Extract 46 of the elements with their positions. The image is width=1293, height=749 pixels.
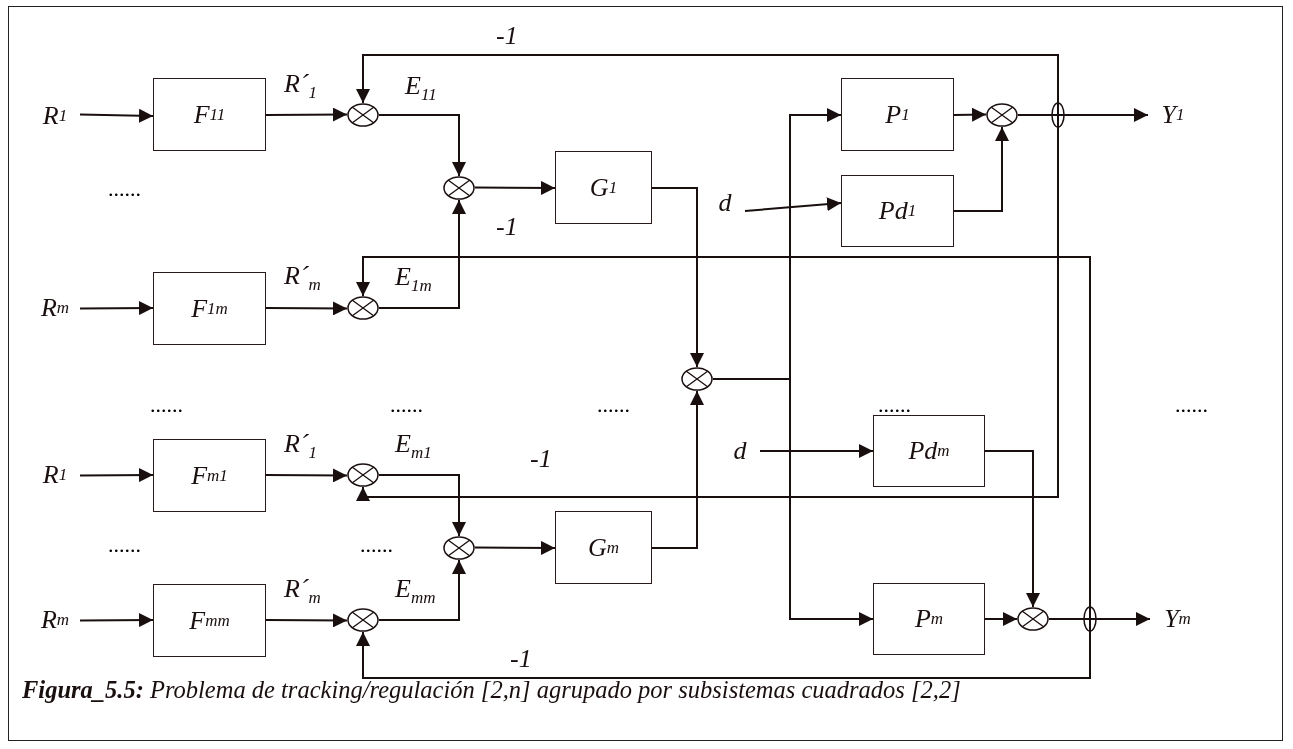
arrow bbox=[953, 107, 987, 122]
figure-caption: Figura_5.5: Problema de tracking/regulación [2,n] agrupado por subsistemas cuadrados [2,2] bbox=[22, 676, 961, 704]
arrow bbox=[984, 450, 1040, 608]
arrow bbox=[356, 114, 1059, 501]
arrow bbox=[265, 301, 348, 316]
arrow bbox=[356, 256, 1091, 620]
ellipsis-label: ...... bbox=[150, 392, 183, 418]
summing-junction bbox=[986, 103, 1018, 127]
signal-label: d bbox=[705, 185, 745, 221]
arrow bbox=[79, 108, 154, 123]
summing-junction bbox=[347, 103, 379, 127]
arrow bbox=[356, 618, 1091, 679]
arrow bbox=[265, 613, 348, 628]
summing-junction bbox=[347, 608, 379, 632]
summing-junction bbox=[347, 296, 379, 320]
ellipsis-label: ...... bbox=[108, 176, 141, 202]
ellipsis-label: ...... bbox=[390, 392, 423, 418]
arrow bbox=[651, 390, 704, 549]
arrow bbox=[953, 126, 1009, 212]
ellipsis-label: ...... bbox=[360, 532, 393, 558]
arrow bbox=[378, 474, 466, 537]
arrow bbox=[651, 187, 704, 368]
arrow bbox=[378, 559, 466, 621]
ellipsis-label: ...... bbox=[597, 392, 630, 418]
arrow bbox=[378, 114, 466, 177]
arrow bbox=[744, 197, 842, 212]
summing-junction bbox=[443, 536, 475, 560]
arrow bbox=[356, 54, 1059, 116]
summing-junction bbox=[347, 463, 379, 487]
arrow bbox=[79, 613, 154, 628]
signal-label: d bbox=[720, 433, 760, 469]
ellipsis-label: ...... bbox=[878, 392, 911, 418]
summing-junction bbox=[1017, 607, 1049, 631]
summing-junction bbox=[681, 367, 713, 391]
arrow bbox=[265, 468, 348, 483]
arrow bbox=[79, 301, 154, 316]
ellipsis-label: ...... bbox=[1175, 392, 1208, 418]
arrow bbox=[759, 444, 874, 458]
arrow bbox=[474, 180, 556, 195]
arrow bbox=[984, 612, 1018, 626]
arrow bbox=[265, 107, 348, 122]
arrow bbox=[474, 540, 556, 555]
ellipsis-label: ...... bbox=[108, 532, 141, 558]
summing-junction bbox=[443, 176, 475, 200]
arrow bbox=[378, 199, 466, 309]
arrow bbox=[79, 468, 154, 483]
